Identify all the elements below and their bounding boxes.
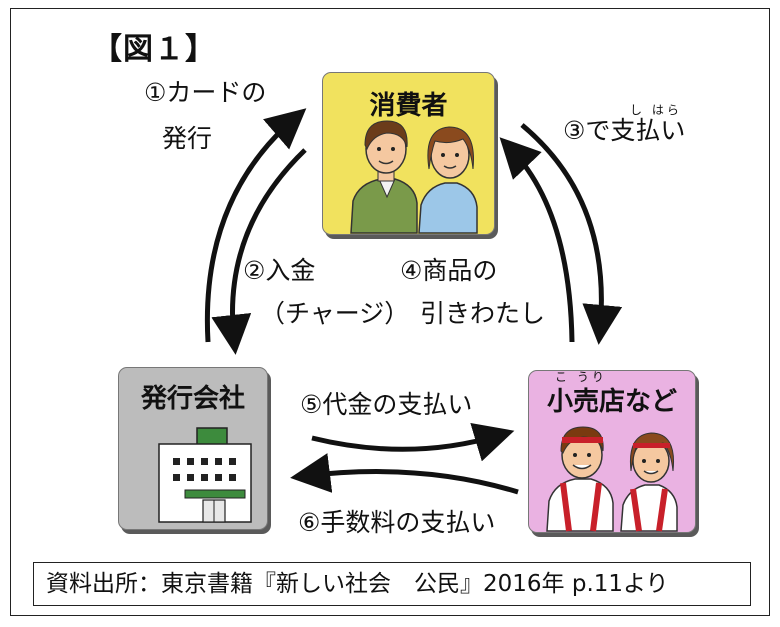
shop-staff-illustration xyxy=(546,426,678,532)
arrow-pay xyxy=(520,123,623,345)
figure-frame xyxy=(10,8,770,616)
consumer-people-illustration xyxy=(350,120,478,234)
arrow-hand-over xyxy=(499,137,575,343)
label-hand-over-line1: ④商品の xyxy=(400,256,498,285)
label-pay-with-ruby: し はら xyxy=(630,103,682,117)
label-deposit-line2: （チャージ） xyxy=(260,299,410,328)
office-building-illustration xyxy=(158,427,252,523)
arrow-price-payment xyxy=(311,423,515,462)
label-issue-card-line1: ①カードの xyxy=(144,78,267,107)
consumer-title: 消費者 xyxy=(369,91,448,121)
issuer-box: 発行会社 xyxy=(118,367,268,530)
label-price-payment: ⑤代金の支払い xyxy=(300,390,473,419)
label-issue-card-line2: 発行 xyxy=(162,124,213,153)
retailer-title-ruby: こ うり xyxy=(555,370,607,384)
label-deposit-line1: ②入金 xyxy=(243,256,316,285)
issuer-title: 発行会社 xyxy=(140,384,245,414)
label-fee-payment: ⑥手数料の支払い xyxy=(298,508,496,537)
arrow-issue-card xyxy=(204,108,307,343)
label-pay-with: ③で支払い xyxy=(563,116,686,145)
retailer-box: こ うり 小売店など xyxy=(528,370,696,533)
arrow-fee-payment xyxy=(290,453,519,495)
arrow-deposit xyxy=(211,148,307,355)
figure-title: 【図１】 xyxy=(92,32,216,67)
source-citation: 資料出所：東京書籍『新しい社会 公民』2016年 p.11より xyxy=(33,562,751,606)
retailer-title: 小売店など xyxy=(546,387,677,417)
label-hand-over-line2: 引きわたし xyxy=(420,299,546,328)
consumer-box: 消費者 xyxy=(322,72,495,235)
